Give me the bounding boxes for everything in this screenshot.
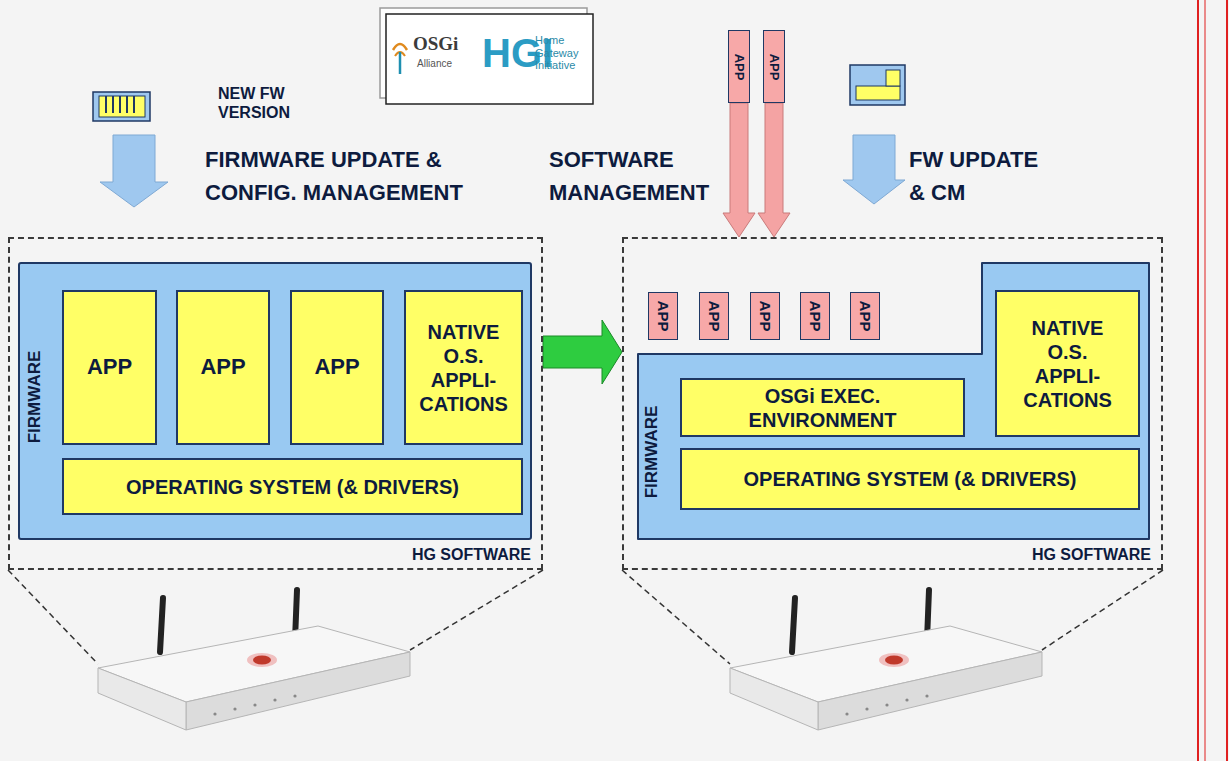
vertical-label: FIRMWARE <box>642 406 662 499</box>
tile-label: APP <box>758 301 773 332</box>
router-logo-ring <box>879 653 909 667</box>
firmware-icon <box>850 65 905 105</box>
router-logo <box>253 656 271 665</box>
box-label: OPERATING SYSTEM (& DRIVERS) <box>126 475 459 499</box>
led <box>885 703 888 706</box>
app-tile: APP <box>728 30 750 103</box>
component-box: OPERATING SYSTEM (& DRIVERS) <box>62 458 523 515</box>
firmware-shape <box>638 263 1149 539</box>
led <box>233 707 236 710</box>
logo-frame <box>386 14 593 104</box>
block-arrow <box>723 103 755 237</box>
led <box>273 698 276 701</box>
component-box: OSGi EXEC. ENVIRONMENT <box>680 378 965 437</box>
symbol-arc <box>393 44 407 50</box>
page-border-line <box>1226 0 1228 761</box>
icon-chip <box>99 96 145 117</box>
box-label: APP <box>87 354 132 380</box>
zoom-line <box>622 570 730 664</box>
logo-box: OSGiAllianceHGIHome Gateway Initiative <box>386 14 591 102</box>
led <box>213 712 216 715</box>
annotation-label: FW UPDATE & CM <box>909 143 1049 209</box>
update-arrow <box>843 135 905 204</box>
led <box>845 712 848 715</box>
region-label: HG SOFTWARE <box>412 546 531 564</box>
tile-label: APP <box>733 53 746 80</box>
icon-block <box>886 70 900 86</box>
vertical-label: FIRMWARE <box>25 351 45 444</box>
page-border-line <box>1197 0 1199 761</box>
tile-label: APP <box>808 301 823 332</box>
zoom-line <box>8 570 98 664</box>
component-box: NATIVE O.S. APPLI- CATIONS <box>995 290 1140 437</box>
antenna <box>160 598 163 652</box>
tile-label: APP <box>768 53 781 80</box>
icon-body <box>850 65 905 105</box>
app-tile: APP <box>648 292 678 340</box>
block-arrow <box>758 103 790 237</box>
box-label: APP <box>200 354 245 380</box>
router-side <box>730 668 818 730</box>
logo-text: Home Gateway Initiative <box>535 34 587 72</box>
symbol-stem <box>399 52 402 74</box>
icon-block <box>856 86 900 100</box>
led <box>865 707 868 710</box>
logo-text: Alliance <box>417 58 452 70</box>
app-tile: APP <box>850 292 880 340</box>
router-logo-ring <box>247 653 277 667</box>
page-border-line <box>1205 0 1206 761</box>
icon-bar <box>126 96 128 113</box>
router-illustration <box>730 590 1042 730</box>
annotation-label: FIRMWARE UPDATE & CONFIG. MANAGEMENT <box>205 143 495 209</box>
gateway-region: HG SOFTWARE FIRMWARE APP APP APP NATIVE O.S. … <box>8 237 543 570</box>
component-box: OPERATING SYSTEM (& DRIVERS) <box>680 448 1140 510</box>
router-front <box>818 652 1042 730</box>
icon-bar <box>119 96 121 113</box>
tile-label: APP <box>858 301 873 332</box>
block-arrow <box>543 320 622 384</box>
update-arrow <box>100 135 168 207</box>
led <box>253 703 256 706</box>
gateway-region: HG SOFTWARE FIRMWARE OSGi EXEC. ENVIRONMEN… <box>622 237 1163 570</box>
box-label: OPERATING SYSTEM (& DRIVERS) <box>744 467 1077 491</box>
box-label: NATIVE O.S. APPLI- CATIONS <box>1018 316 1118 412</box>
antenna <box>792 598 795 652</box>
firmware-icon <box>93 92 150 121</box>
component-box: NATIVE O.S. APPLI- CATIONS <box>404 290 523 445</box>
icon-bar <box>133 96 135 113</box>
app-tile: APP <box>699 292 729 340</box>
app-tile: APP <box>800 292 830 340</box>
led <box>293 694 296 697</box>
tile-label: APP <box>707 301 722 332</box>
tile-label: APP <box>656 301 671 332</box>
connector-label: SOFTWARE MANAGEMENT <box>549 143 719 209</box>
router-side <box>98 668 186 730</box>
icon-bar <box>105 96 107 113</box>
box-label: APP <box>314 354 359 380</box>
icon-bar <box>112 96 114 113</box>
region-label: HG SOFTWARE <box>1032 546 1151 564</box>
annotation-label: NEW FW VERSION <box>218 84 300 122</box>
zoom-line <box>410 570 543 650</box>
router-illustration <box>98 590 410 730</box>
osgi-symbol <box>393 44 407 74</box>
zoom-line <box>1042 570 1163 650</box>
component-box: APP <box>290 290 384 445</box>
app-tile: APP <box>763 30 785 103</box>
component-box: APP <box>176 290 270 445</box>
led <box>925 694 928 697</box>
router-front <box>186 652 410 730</box>
box-label: NATIVE O.S. APPLI- CATIONS <box>414 320 514 416</box>
logo-text: OSGi <box>413 33 458 55</box>
router-logo <box>885 656 903 665</box>
box-label: OSGi EXEC. ENVIRONMENT <box>718 384 928 432</box>
component-box: APP <box>62 290 157 445</box>
icon-body <box>93 92 150 121</box>
app-tile: APP <box>750 292 780 340</box>
led <box>905 698 908 701</box>
firmware-box: FIRMWARE APP APP APP NATIVE O.S. APPLI- CATI… <box>18 262 532 540</box>
